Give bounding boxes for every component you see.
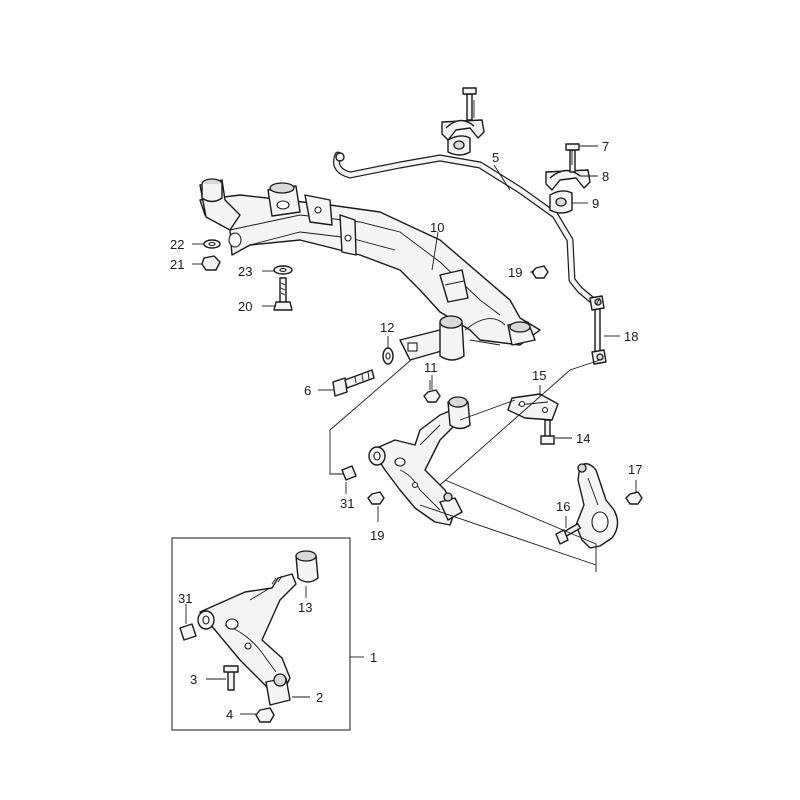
callout-15: 15: [532, 368, 546, 383]
callout-7: 7: [602, 139, 609, 154]
stabilizer-bar: [333, 151, 596, 304]
washer-12: [382, 347, 394, 365]
callout-3: 3: [190, 672, 197, 687]
steering-knuckle: [555, 463, 643, 549]
callout-23: 23: [238, 264, 252, 279]
callout-21: 21: [170, 257, 184, 272]
callout-8: 8: [602, 169, 609, 184]
callout-19-upper: 19: [508, 265, 522, 280]
callout-1: 1: [370, 650, 377, 665]
pin-31-upper: [341, 465, 357, 481]
callout-31-inset: 31: [178, 591, 192, 606]
stabilizer-clamp-left: [441, 87, 485, 156]
reference-lines: [329, 100, 601, 572]
callout-6: 6: [304, 383, 311, 398]
bolt-14: [540, 419, 555, 445]
lower-control-arm-main: [368, 396, 471, 526]
callout-13: 13: [298, 600, 312, 615]
callout-20: 20: [238, 299, 252, 314]
lower-control-arm-detail: [179, 550, 319, 723]
nut-19-upper: [531, 265, 549, 279]
callout-5: 5: [492, 150, 499, 165]
callout-14: 14: [576, 431, 590, 446]
callout-2: 2: [316, 690, 323, 705]
bracket-15: [507, 393, 559, 421]
nut-19-lower: [367, 491, 385, 505]
callout-19-lower: 19: [370, 528, 384, 543]
callout-11: 11: [424, 360, 438, 375]
bolt-6: [332, 369, 375, 397]
callout-10: 10: [430, 220, 444, 235]
callout-17: 17: [628, 462, 642, 477]
callout-12: 12: [380, 320, 394, 335]
stabilizer-link: [589, 295, 607, 365]
nut-11: [423, 389, 441, 403]
callout-22: 22: [170, 237, 184, 252]
crossmember-subframe: [199, 178, 541, 361]
callout-16: 16: [556, 499, 570, 514]
mounting-hardware-left: [201, 239, 293, 311]
callout-4: 4: [226, 707, 233, 722]
callout-9: 9: [592, 196, 599, 211]
label-leaders: [185, 145, 637, 715]
callout-18: 18: [624, 329, 638, 344]
callout-31-upper: 31: [340, 496, 354, 511]
stabilizer-clamp-right: [545, 143, 591, 214]
detail-inset-frame: [171, 537, 351, 731]
callout-labels: 1 2 3 4 5 6 7 8 9 10 11 12 13 14 15 16 1…: [170, 139, 642, 722]
